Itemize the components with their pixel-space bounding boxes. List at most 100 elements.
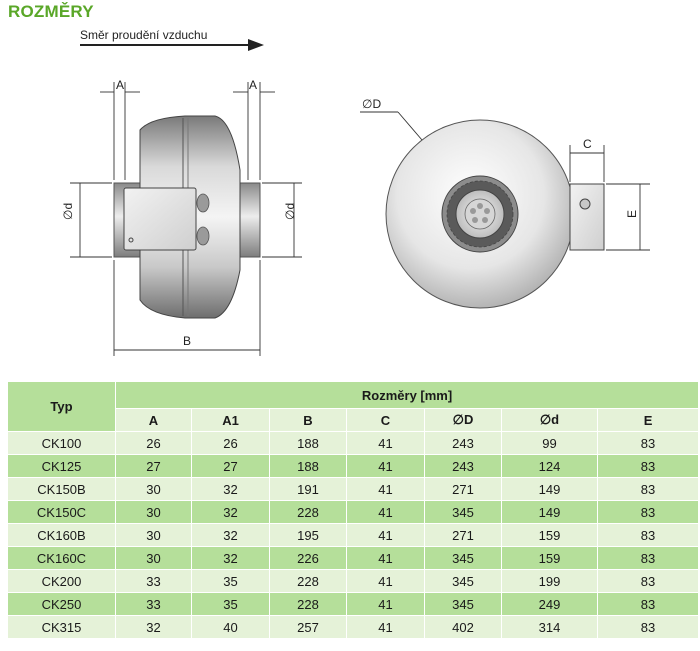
table-cell: 35 xyxy=(191,569,270,593)
group-header: Rozměry [mm] xyxy=(114,381,700,409)
table-cell: 228 xyxy=(269,500,347,524)
table-cell: 83 xyxy=(596,569,700,593)
column-header: E xyxy=(596,408,700,432)
table-cell: 149 xyxy=(501,477,598,501)
table-cell: 26 xyxy=(191,431,270,455)
dim-b-label: B xyxy=(183,334,191,348)
typ-cell: CK125 xyxy=(7,454,116,478)
table-cell: 226 xyxy=(269,546,347,570)
typ-cell: CK100 xyxy=(7,431,116,455)
table-cell: 243 xyxy=(424,431,502,455)
side-dimension-lines xyxy=(70,82,302,356)
table-cell: 124 xyxy=(501,454,598,478)
table-cell: 41 xyxy=(346,500,425,524)
typ-cell: CK150C xyxy=(7,500,116,524)
fan-side-view xyxy=(113,115,261,319)
table-cell: 249 xyxy=(501,592,598,616)
table-cell: 27 xyxy=(115,454,192,478)
table-cell: 345 xyxy=(424,592,502,616)
table-cell: 41 xyxy=(346,569,425,593)
table-cell: 271 xyxy=(424,477,502,501)
table-cell: 32 xyxy=(191,477,270,501)
table-cell: 32 xyxy=(191,523,270,547)
typ-cell: CK150B xyxy=(7,477,116,501)
column-header: ∅D xyxy=(424,408,502,432)
table-cell: 30 xyxy=(115,477,192,501)
table-cell: 83 xyxy=(596,477,700,501)
table-cell: 41 xyxy=(346,523,425,547)
table-cell: 26 xyxy=(115,431,192,455)
table-cell: 243 xyxy=(424,454,502,478)
table-cell: 27 xyxy=(191,454,270,478)
table-cell: 191 xyxy=(269,477,347,501)
table-cell: 41 xyxy=(346,546,425,570)
table-cell: 32 xyxy=(191,546,270,570)
table-cell: 257 xyxy=(269,615,347,639)
table-cell: 345 xyxy=(424,500,502,524)
table-cell: 30 xyxy=(115,523,192,547)
front-dimension-lines xyxy=(360,111,650,251)
dim-d-right-label: ∅d xyxy=(283,203,297,220)
table-cell: 188 xyxy=(269,454,347,478)
table-cell: 83 xyxy=(596,500,700,524)
table-cell: 402 xyxy=(424,615,502,639)
column-header: A xyxy=(115,408,192,432)
airflow-label: Směr proudění vzduchu xyxy=(80,28,207,42)
typ-cell: CK250 xyxy=(7,592,116,616)
table-cell: 345 xyxy=(424,546,502,570)
airflow-arrow xyxy=(80,39,264,51)
table-cell: 159 xyxy=(501,523,598,547)
table-cell: 83 xyxy=(596,523,700,547)
table-cell: 35 xyxy=(191,592,270,616)
table-cell: 149 xyxy=(501,500,598,524)
table-cell: 33 xyxy=(115,592,192,616)
table-cell: 32 xyxy=(191,500,270,524)
table-cell: 195 xyxy=(269,523,347,547)
dim-c-label: C xyxy=(583,137,592,151)
typ-cell: CK315 xyxy=(7,615,116,639)
table-cell: 83 xyxy=(596,454,700,478)
typ-cell: CK160C xyxy=(7,546,116,570)
table-cell: 228 xyxy=(269,569,347,593)
table-cell: 314 xyxy=(501,615,598,639)
table-cell: 228 xyxy=(269,592,347,616)
table-cell: 271 xyxy=(424,523,502,547)
table-cell: 30 xyxy=(115,546,192,570)
table-cell: 32 xyxy=(115,615,192,639)
typ-cell: CK200 xyxy=(7,569,116,593)
table-cell: 188 xyxy=(269,431,347,455)
table-cell: 41 xyxy=(346,454,425,478)
column-header: C xyxy=(346,408,425,432)
table-cell: 345 xyxy=(424,569,502,593)
table-cell: 83 xyxy=(596,615,700,639)
fan-dimension-drawing: Směr proudění vzduchu xyxy=(61,28,650,356)
dim-e-label: E xyxy=(625,210,639,218)
table-cell: 33 xyxy=(115,569,192,593)
table-cell: 30 xyxy=(115,500,192,524)
table-cell: 41 xyxy=(346,477,425,501)
dim-d-left-label: ∅d xyxy=(61,203,75,220)
table-cell: 40 xyxy=(191,615,270,639)
table-cell: 41 xyxy=(346,592,425,616)
table-cell: 41 xyxy=(346,615,425,639)
typ-cell: CK160B xyxy=(7,523,116,547)
fan-front-view xyxy=(385,119,605,309)
table-cell: 83 xyxy=(596,546,700,570)
table-cell: 83 xyxy=(596,592,700,616)
typ-header: Typ xyxy=(7,381,116,432)
column-header: A1 xyxy=(191,408,270,432)
table-cell: 159 xyxy=(501,546,598,570)
table-cell: 41 xyxy=(346,431,425,455)
page-title: ROZMĚRY xyxy=(8,2,94,21)
table-cell: 83 xyxy=(596,431,700,455)
